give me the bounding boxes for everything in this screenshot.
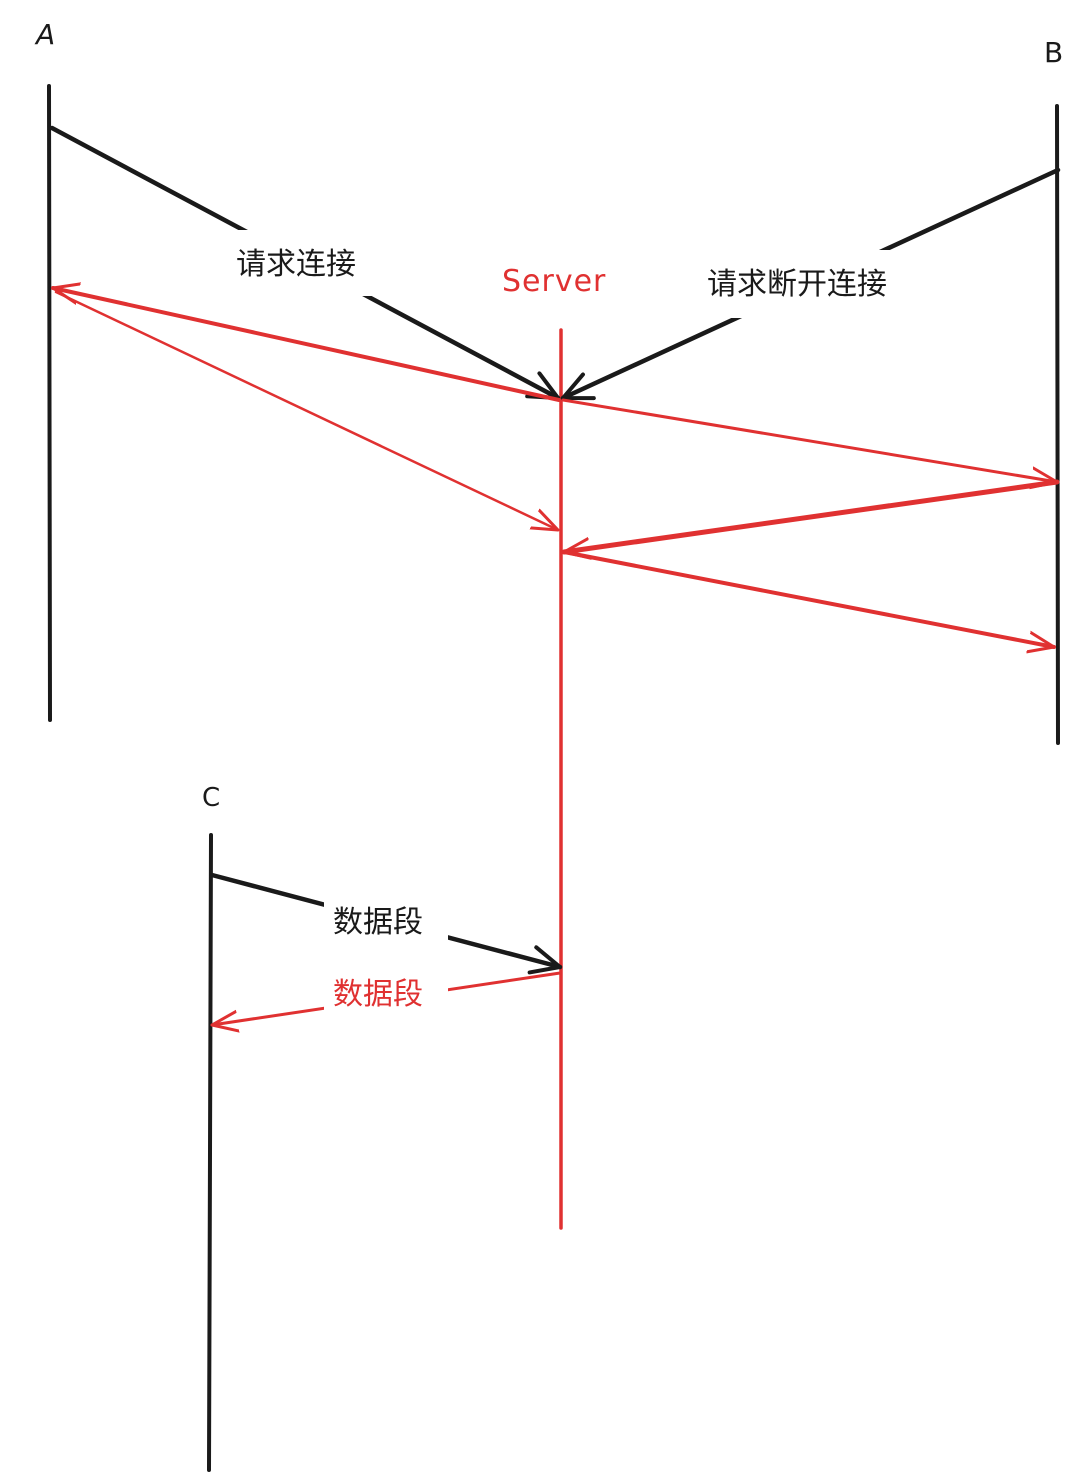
label-bg-data-in [324, 893, 448, 945]
label-bg-request-connect [225, 230, 385, 296]
participant-a-label: A [34, 18, 55, 51]
arrow-server-to-a [51, 288, 561, 402]
arrow-server-to-b-final [562, 550, 1056, 647]
message-request-connect: 请求连接 [236, 247, 356, 282]
arrow-b-to-server [561, 479, 1060, 552]
arrow-a-to-server [54, 290, 558, 530]
lifeline-a [47, 84, 52, 722]
arrow-server-to-b [561, 398, 1059, 482]
participant-server-label: Server [502, 264, 606, 299]
message-request-disconnect: 请求断开连接 [707, 267, 887, 302]
label-bg-request-disconnect [700, 250, 928, 318]
lifeline-c [207, 833, 213, 1472]
label-bg-data-out [324, 968, 448, 1018]
participant-b-label: B [1044, 36, 1063, 69]
message-data-segment-out: 数据段 [333, 977, 423, 1012]
lifeline-b [1055, 104, 1060, 745]
participant-c-label: C [202, 783, 220, 813]
message-data-segment-in: 数据段 [333, 905, 423, 940]
